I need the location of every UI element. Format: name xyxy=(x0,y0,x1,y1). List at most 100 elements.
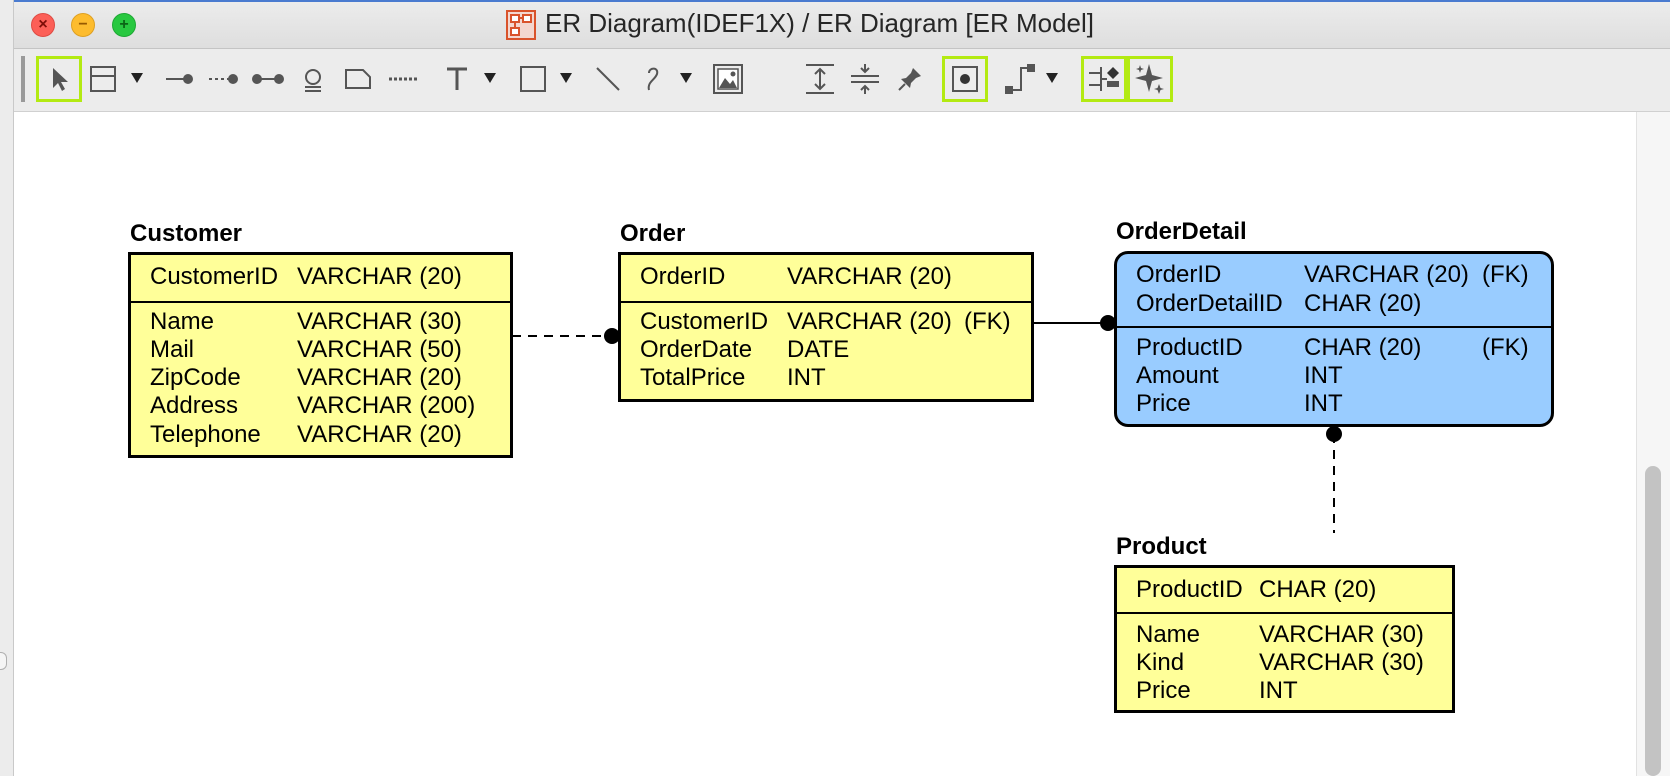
attr-fk-marker: (FK) xyxy=(964,308,1011,335)
dot-line-dot-icon xyxy=(252,74,284,84)
attr-type: CHAR (20) xyxy=(1259,576,1377,603)
text-tool-button[interactable] xyxy=(434,56,480,102)
right-angle-line-icon xyxy=(1005,64,1035,94)
attr-type: VARCHAR (20) xyxy=(787,263,952,290)
relationship-customer-order[interactable] xyxy=(512,328,620,344)
non-identifying-relationship-tool-button[interactable] xyxy=(200,56,246,102)
line-style-dropdown-icon[interactable] xyxy=(1044,68,1060,88)
attr-type: INT xyxy=(1304,362,1343,389)
attr-type: VARCHAR (200) xyxy=(297,392,476,419)
title-bar: × − + xyxy=(14,2,1670,49)
sparkle-icon xyxy=(1135,64,1164,94)
attr-type: INT xyxy=(1259,677,1298,704)
attr-type: VARCHAR (20) xyxy=(1304,261,1469,288)
attr-type: INT xyxy=(1304,390,1343,417)
attr-type: CHAR (20) xyxy=(1304,290,1422,317)
attr-type: VARCHAR (30) xyxy=(1259,621,1424,648)
entity-orderdetail[interactable] xyxy=(1114,251,1554,427)
solid-line-dot-icon xyxy=(166,74,193,84)
entity-product[interactable] xyxy=(1114,565,1455,713)
curve-icon xyxy=(647,67,659,91)
window-top-accent xyxy=(0,0,1670,2)
attr-name: ProductID xyxy=(1136,334,1243,361)
attr-name: Kind xyxy=(1136,649,1185,676)
relationship-product-orderdetail[interactable] xyxy=(1326,426,1342,533)
attr-type: VARCHAR (30) xyxy=(297,308,462,335)
primary-key-section xyxy=(1117,568,1452,614)
rectangle-dropdown-icon[interactable] xyxy=(558,68,574,88)
align-tool-button[interactable] xyxy=(1081,56,1127,102)
entity-order[interactable] xyxy=(618,252,1034,402)
entity-dropdown-icon[interactable] xyxy=(129,68,145,88)
maximize-window-button[interactable]: + xyxy=(112,13,136,37)
entity-title-customer: Customer xyxy=(130,220,243,247)
many-to-many-relationship-tool-button[interactable] xyxy=(245,56,291,102)
expand-space-tool-button[interactable] xyxy=(797,56,843,102)
attr-fk-marker: (FK) xyxy=(1482,261,1529,288)
dashed-line-dot-icon xyxy=(209,74,238,84)
entity-tool-button[interactable] xyxy=(80,56,126,102)
window-left-edge xyxy=(0,0,14,776)
relationship-order-orderdetail[interactable] xyxy=(1032,315,1116,331)
maximize-icon: + xyxy=(119,16,129,33)
attr-name: Price xyxy=(1136,677,1191,704)
pin-tool-button[interactable] xyxy=(887,56,933,102)
vertical-scrollbar-thumb[interactable] xyxy=(1645,466,1661,776)
toolbar xyxy=(14,49,1670,112)
text-t-icon xyxy=(447,67,467,90)
attr-name: Name xyxy=(150,308,215,335)
subtype-tool-button[interactable] xyxy=(290,56,336,102)
identifying-relationship-tool-button[interactable] xyxy=(156,56,202,102)
note-tool-button[interactable] xyxy=(335,56,381,102)
entity-box-icon xyxy=(90,66,116,92)
anchor-point-toggle-button[interactable] xyxy=(942,56,988,102)
close-window-button[interactable]: × xyxy=(31,13,55,37)
minimize-icon: − xyxy=(78,16,88,33)
entity-customer[interactable] xyxy=(128,252,513,458)
rectangle-icon xyxy=(520,66,546,92)
attr-name: ProductID xyxy=(1136,576,1243,603)
select-tool-button[interactable] xyxy=(36,56,82,102)
attr-name: OrderDetailID xyxy=(1136,290,1283,317)
entity-title-order: Order xyxy=(620,220,686,247)
attr-name: Mail xyxy=(150,336,195,363)
shrink-vertical-icon xyxy=(851,64,879,94)
line-style-tool-button[interactable] xyxy=(997,56,1043,102)
freehand-dropdown-icon[interactable] xyxy=(678,68,694,88)
attr-type: VARCHAR (50) xyxy=(297,336,462,363)
attr-name: ZipCode xyxy=(150,364,241,391)
attr-name: OrderID xyxy=(1136,261,1222,288)
align-icon xyxy=(1089,67,1119,91)
er-diagram-icon xyxy=(506,10,536,40)
attr-type: VARCHAR (30) xyxy=(1259,649,1424,676)
window-title: ER Diagram(IDEF1X) / ER Diagram [ER Mode… xyxy=(545,8,1095,38)
freehand-tool-button[interactable] xyxy=(630,56,676,102)
attr-name: CustomerID xyxy=(150,263,279,290)
minimize-window-button[interactable]: − xyxy=(71,13,95,37)
attr-type: VARCHAR (20) xyxy=(297,364,462,391)
subtype-icon xyxy=(305,69,321,92)
attr-type: CHAR (20) xyxy=(1304,334,1422,361)
attr-type: VARCHAR (20) xyxy=(297,263,462,290)
sparkle-tool-button[interactable] xyxy=(1127,56,1173,102)
image-tool-button[interactable] xyxy=(705,56,751,102)
shrink-space-tool-button[interactable] xyxy=(842,56,888,102)
text-dropdown-icon[interactable] xyxy=(482,68,498,88)
line-tool-button[interactable] xyxy=(585,56,631,102)
primary-key-section xyxy=(621,255,1031,303)
line-icon xyxy=(596,67,620,91)
primary-key-section xyxy=(1117,254,1551,328)
note-icon xyxy=(345,69,371,89)
primary-key-section xyxy=(131,255,510,303)
rectangle-tool-button[interactable] xyxy=(510,56,556,102)
image-icon xyxy=(713,64,743,94)
attr-name: CustomerID xyxy=(640,308,769,335)
attr-name: OrderDate xyxy=(640,336,753,363)
close-icon: × xyxy=(38,16,48,33)
attr-name: OrderID xyxy=(640,263,726,290)
pin-icon xyxy=(898,68,921,91)
toolbar-grip[interactable] xyxy=(21,56,25,102)
dot-in-square-icon xyxy=(952,66,978,92)
entity-title-product: Product xyxy=(1116,533,1207,560)
